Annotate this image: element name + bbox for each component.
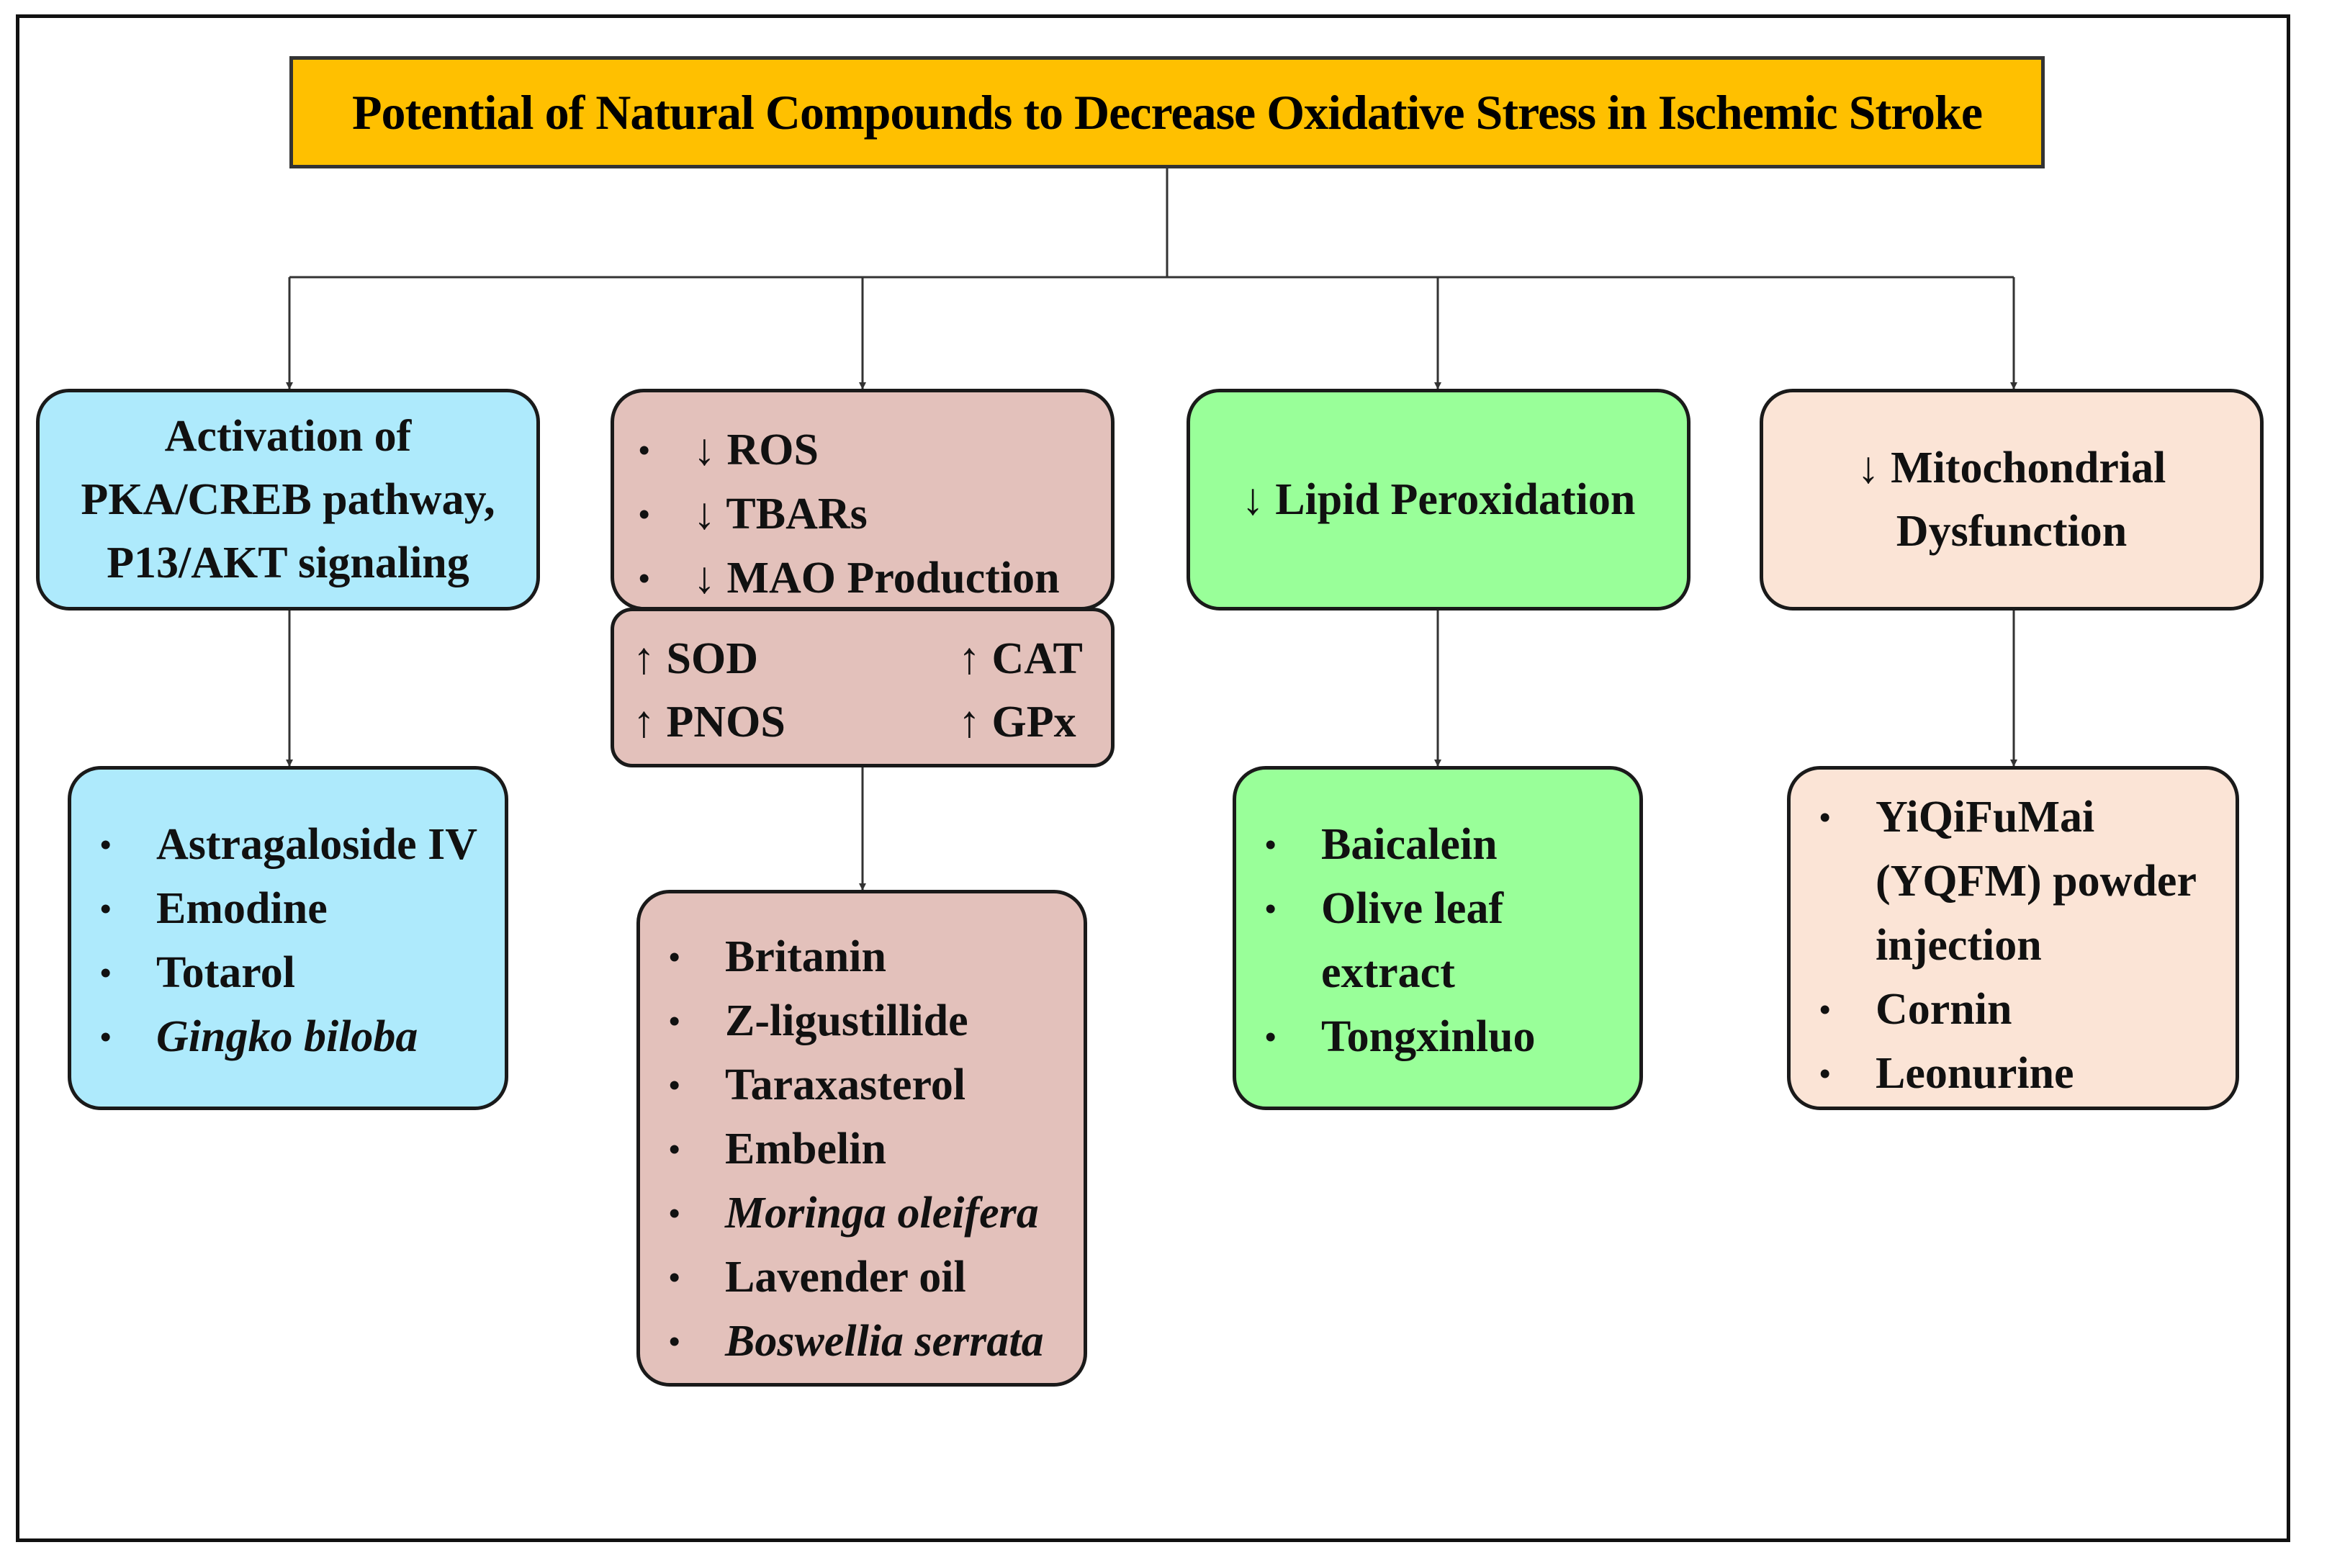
list-item: •YiQiFuMai <box>1819 793 2095 842</box>
title-box: Potential of Natural Compounds to Decrea… <box>289 56 2045 168</box>
list-item: •Tongxinluo <box>1265 1012 1536 1061</box>
mechanism-line: ↓ Lipid Peroxidation <box>1241 475 1636 524</box>
enzyme-cat: ↑ CAT <box>958 634 1083 683</box>
compound-box-4: •YiQiFuMai (YQFM) powder injection •Corn… <box>1787 766 2239 1110</box>
list-item: •Totarol <box>100 948 295 997</box>
list-item: •Britanin <box>669 932 886 981</box>
enzyme-gpx: ↑ GPx <box>958 698 1076 747</box>
list-item: •Leonurine <box>1819 1049 2074 1098</box>
list-item: •Gingko biloba <box>100 1012 418 1061</box>
mechanism-line: Activation of <box>164 412 412 461</box>
list-item: •Astragaloside IV <box>100 820 478 869</box>
mechanism-box-lipid: ↓ Lipid Peroxidation <box>1187 389 1691 610</box>
list-item: •Baicalein <box>1265 820 1498 869</box>
compound-box-1: •Astragaloside IV •Emodine •Totarol •Gin… <box>68 766 508 1110</box>
enzyme-sod: ↑ SOD <box>633 634 758 683</box>
enzyme-box: ↑ SOD ↑ CAT ↑ PNOS ↑ GPx <box>611 608 1115 767</box>
list-item: •Taraxasterol <box>669 1060 966 1109</box>
enzyme-pnos: ↑ PNOS <box>633 698 785 747</box>
list-item: •Moringa oleifera <box>669 1189 1039 1238</box>
mechanism-line: ↓ Mitochondrial <box>1857 443 2166 492</box>
mechanism-item: •↓ TBARs <box>639 490 868 539</box>
list-item: •Lavender oil <box>669 1253 966 1302</box>
mechanism-box-ros: •↓ ROS •↓ TBARs •↓ MAO Production <box>611 389 1115 610</box>
list-item: •Boswellia serrata <box>669 1317 1044 1366</box>
list-item: •Cornin <box>1819 985 2012 1034</box>
mechanism-box-mitochondrial: ↓ Mitochondrial Dysfunction <box>1760 389 2264 610</box>
mechanism-line: P13/AKT signaling <box>107 539 469 587</box>
list-item: •Embelin <box>669 1125 886 1173</box>
list-item-continuation: extract <box>1321 948 1455 997</box>
mechanism-box-pka-creb: Activation of PKA/CREB pathway, P13/AKT … <box>36 389 540 610</box>
list-item: •Z-ligustillide <box>669 996 968 1045</box>
figure-frame <box>16 14 2290 1542</box>
mechanism-line: PKA/CREB pathway, <box>81 475 495 524</box>
compound-box-3: •Baicalein •Olive leaf extract •Tongxinl… <box>1233 766 1643 1110</box>
mechanism-item: •↓ ROS <box>639 425 819 474</box>
list-item: •Emodine <box>100 884 328 933</box>
list-item-continuation: (YQFM) powder <box>1876 857 2197 906</box>
compound-box-2: •Britanin •Z-ligustillide •Taraxasterol … <box>636 890 1087 1387</box>
mechanism-item: •↓ MAO Production <box>639 554 1060 603</box>
list-item-continuation: injection <box>1876 921 2042 970</box>
list-item: •Olive leaf <box>1265 884 1504 933</box>
title-text: Potential of Natural Compounds to Decrea… <box>351 84 1983 140</box>
mechanism-line: Dysfunction <box>1896 507 2128 556</box>
